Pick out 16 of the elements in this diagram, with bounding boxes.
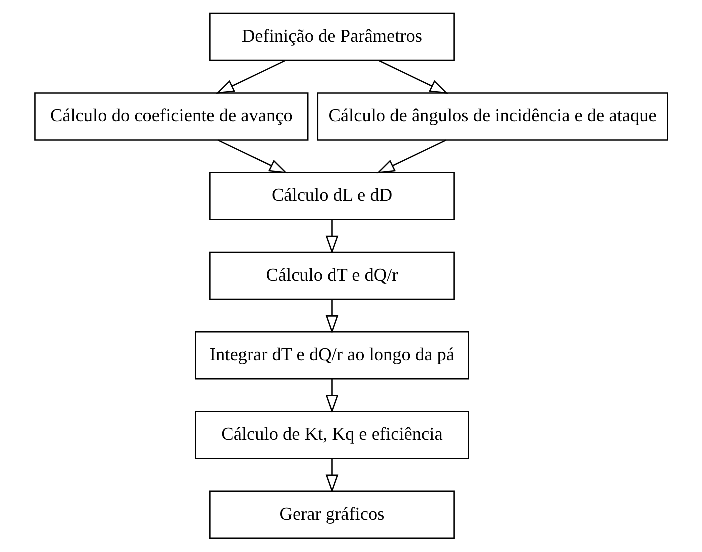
node-box: Gerar gráficos <box>209 490 454 540</box>
node-box: Integrar dT e dQ/r ao longo da pá <box>194 331 469 380</box>
node-box: Cálculo do coeficiente de avanço <box>34 92 308 141</box>
arrow <box>325 458 338 494</box>
node-box: Cálculo de ângulos de incidência e de ataque <box>316 92 668 141</box>
node-box: Cálculo dT e dQ/r <box>209 252 454 300</box>
arrow <box>325 300 338 334</box>
node-box: Cálculo de Kt, Kq e eficiência <box>194 411 469 460</box>
node-box: Cálculo dL e dD <box>209 172 454 221</box>
arrow <box>217 140 288 174</box>
node-box: Definição de Parâmetros <box>209 12 454 62</box>
arrow <box>378 60 448 94</box>
arrow <box>325 379 338 414</box>
arrow <box>376 140 446 174</box>
arrow <box>216 60 286 94</box>
arrow <box>325 220 338 254</box>
